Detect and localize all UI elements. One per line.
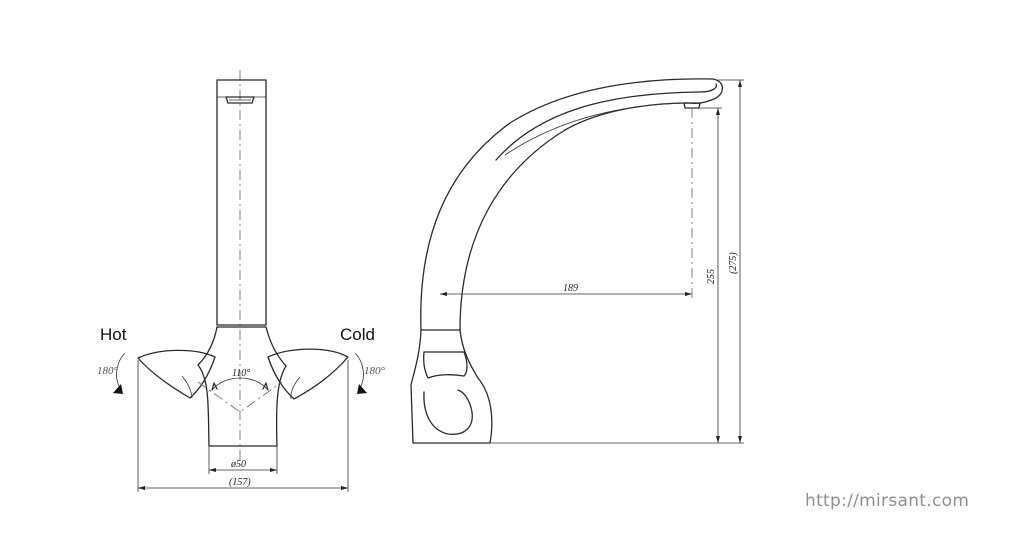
reach-dim-arrow-right <box>685 292 692 296</box>
base-diameter-label: ø50 <box>230 459 246 470</box>
height-275-arrow-top <box>738 80 742 87</box>
side-spout-crest <box>495 83 718 161</box>
side-spout-inner <box>459 102 691 331</box>
front-angle-arrow-left <box>211 382 218 391</box>
side-body <box>410 329 493 444</box>
front-body <box>197 326 287 447</box>
front-column <box>216 79 267 326</box>
front-angle-arrow-right <box>262 382 269 391</box>
side-spout-outer <box>420 78 723 331</box>
reach-dim-arrow-left <box>440 292 447 296</box>
side-spout-crest-2 <box>504 102 691 156</box>
hot-label: Hot <box>100 325 127 344</box>
side-view: 189 255 (275) <box>410 78 744 444</box>
overall-height-label: (275) <box>728 252 739 274</box>
spout-reach-label: 189 <box>563 283 578 294</box>
height-255-arrow-bottom <box>716 436 720 443</box>
front-hot-handle <box>137 349 216 399</box>
cold-rotation-arc <box>354 352 364 389</box>
handle-angle-label: 110° <box>232 368 250 379</box>
width-dim-arrow-left <box>138 486 145 490</box>
cold-label: Cold <box>340 325 375 344</box>
overall-width-label: (157) <box>229 477 251 488</box>
height-255-arrow-top <box>716 108 720 115</box>
spout-height-label: 255 <box>706 269 717 284</box>
width-dim-arrow-right <box>341 486 348 490</box>
front-angle-arc <box>197 381 283 413</box>
base-dim-arrow-left <box>209 468 216 472</box>
side-handle <box>422 351 468 379</box>
front-cold-handle <box>267 348 349 400</box>
height-275-arrow-bottom <box>738 436 742 443</box>
base-dim-arrow-right <box>270 468 277 472</box>
hot-rotation-label: 180° <box>97 365 119 377</box>
front-cold-handle-detail <box>290 376 301 400</box>
cold-rotation-arrow <box>357 384 367 394</box>
side-aerator <box>683 102 701 109</box>
front-hot-handle-detail <box>181 375 193 399</box>
hot-rotation-arrow <box>113 384 123 394</box>
front-view: 110° Hot 180° Cold 180° ø50 (157) <box>97 70 386 492</box>
cold-rotation-label: 180° <box>364 365 386 377</box>
front-aerator <box>225 96 255 104</box>
hot-rotation-arc <box>116 352 126 389</box>
side-handle-base <box>423 389 473 435</box>
watermark-url: http://mirsant.com <box>805 491 970 511</box>
